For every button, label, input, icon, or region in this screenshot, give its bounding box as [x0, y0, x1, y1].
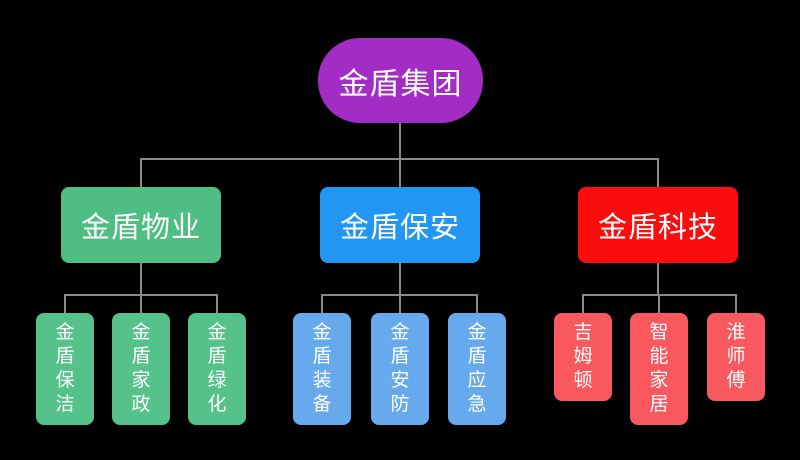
- root-node: 金盾集团: [318, 38, 483, 123]
- connector-line: [582, 294, 584, 313]
- child-node: 金盾安防: [371, 313, 429, 425]
- child-node-label: 智能家居: [649, 322, 669, 415]
- child-node: 淮师傅: [707, 313, 765, 401]
- connector-line: [64, 294, 66, 313]
- child-node: 金盾应急: [448, 313, 506, 425]
- child-node-label: 金盾保洁: [55, 322, 75, 415]
- child-node-label: 金盾安防: [390, 322, 410, 415]
- connector-line: [399, 263, 401, 294]
- connector-line: [399, 123, 401, 159]
- group-node-label: 金盾科技: [597, 212, 718, 244]
- child-node: 金盾绿化: [188, 313, 246, 425]
- connector-line: [321, 294, 323, 313]
- child-node-label: 淮师傅: [726, 322, 746, 391]
- child-node-label: 金盾家政: [131, 322, 151, 415]
- connector-line: [140, 158, 142, 187]
- root-node-label: 金盾集团: [338, 67, 463, 101]
- connector-line: [399, 294, 401, 313]
- child-node-label: 金盾绿化: [207, 322, 227, 415]
- group-node-technology: 金盾科技: [578, 187, 738, 263]
- child-node: 吉姆顿: [554, 313, 612, 401]
- child-node: 金盾装备: [293, 313, 351, 425]
- connector-line: [735, 294, 737, 313]
- child-node: 金盾家政: [112, 313, 170, 425]
- group-node-label: 金盾保安: [339, 212, 460, 244]
- connector-line: [140, 263, 142, 294]
- child-node-label: 金盾装备: [312, 322, 332, 415]
- connector-line: [216, 294, 218, 313]
- connector-line: [657, 158, 659, 187]
- group-node-label: 金盾物业: [80, 212, 201, 244]
- child-node-label: 金盾应急: [467, 322, 487, 415]
- connector-line: [140, 294, 142, 313]
- connector-line: [657, 263, 659, 294]
- group-node-security: 金盾保安: [320, 187, 480, 263]
- connector-line: [399, 158, 401, 187]
- child-node: 金盾保洁: [36, 313, 94, 425]
- child-node: 智能家居: [630, 313, 688, 425]
- child-node-label: 吉姆顿: [573, 322, 593, 391]
- connector-line: [658, 294, 660, 313]
- connector-line: [476, 294, 478, 313]
- group-node-property: 金盾物业: [61, 187, 221, 263]
